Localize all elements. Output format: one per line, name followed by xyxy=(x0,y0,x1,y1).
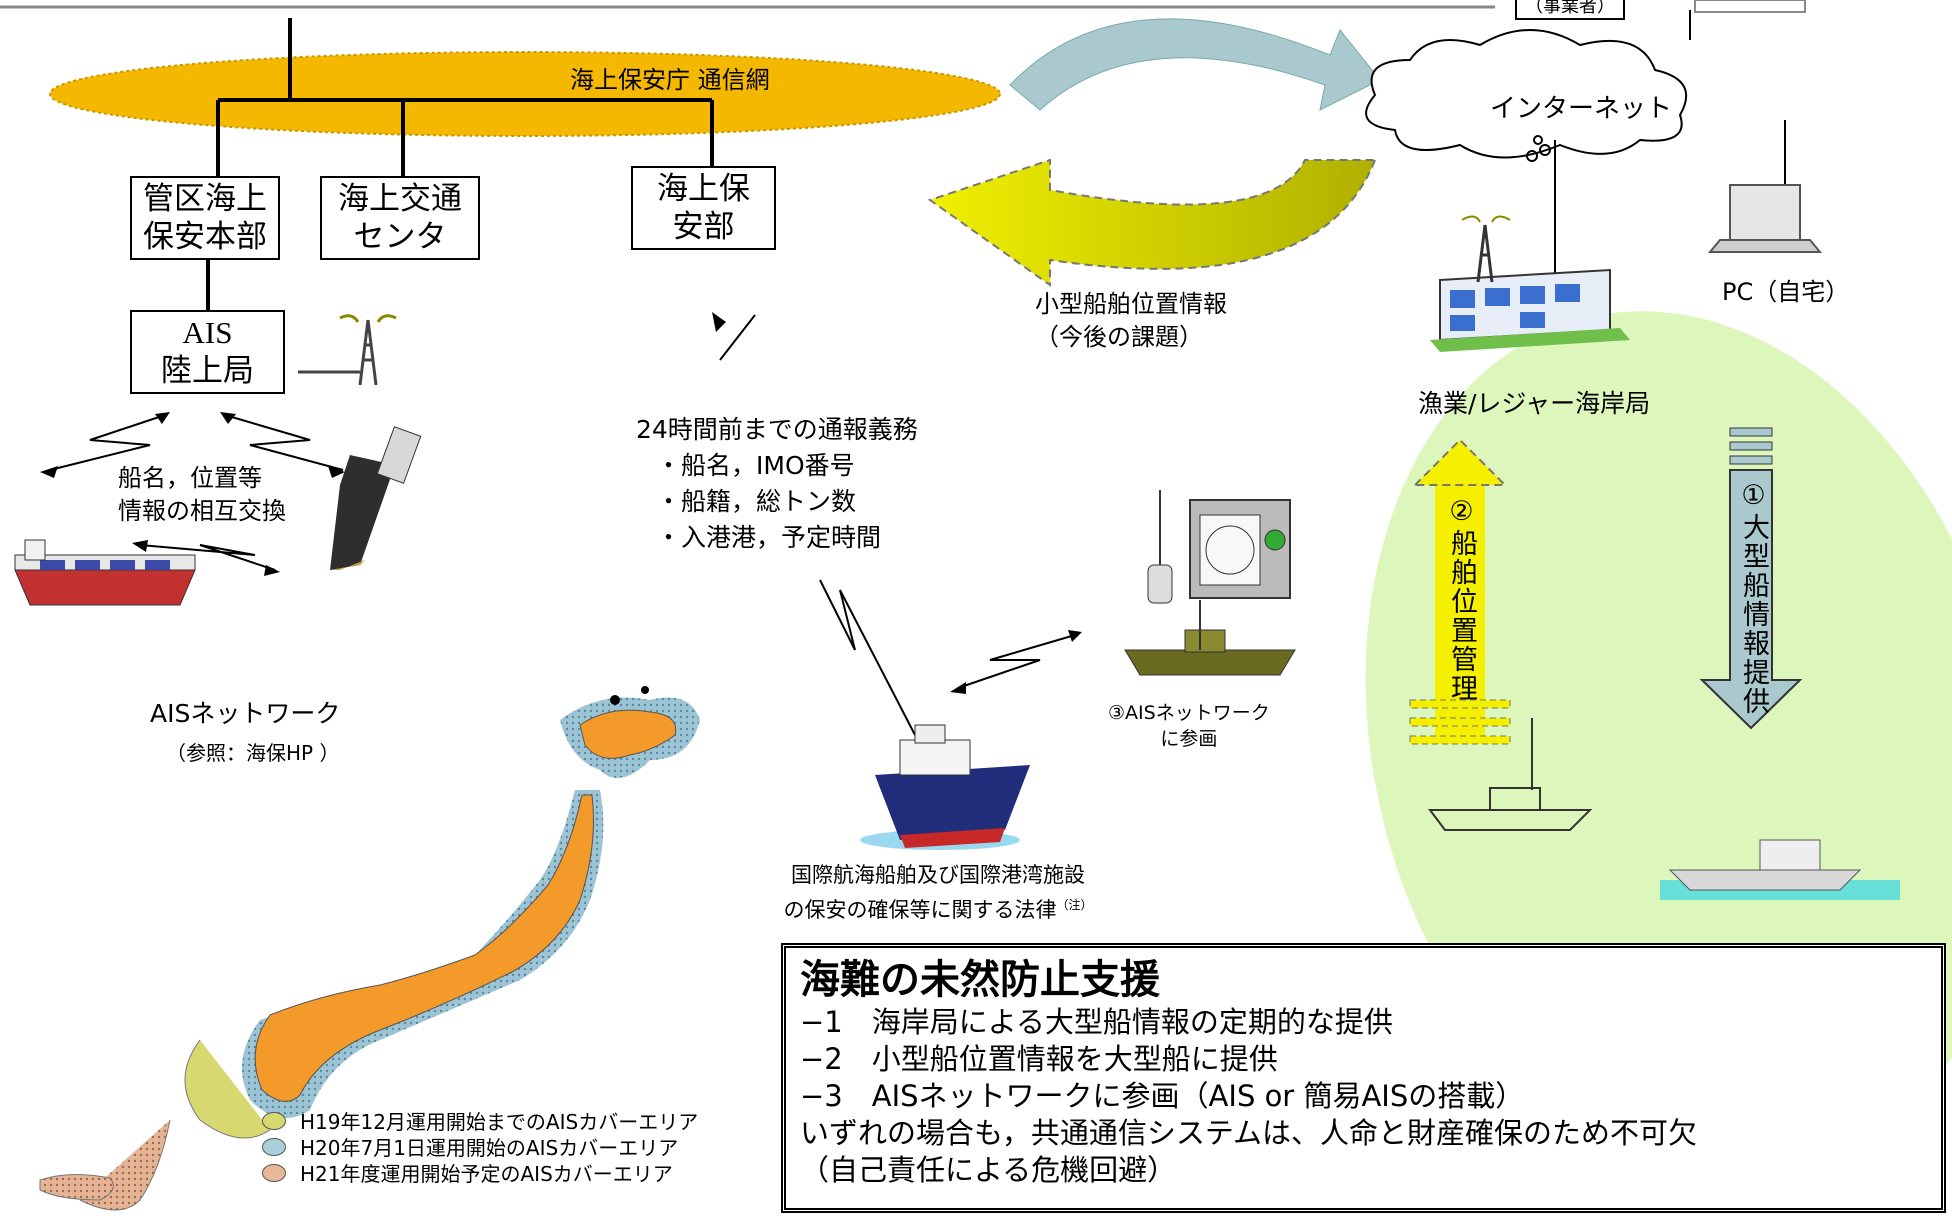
report-item: ・入港港，予定時間 xyxy=(656,523,882,552)
antenna-icon xyxy=(298,314,397,386)
network-lines xyxy=(206,18,714,310)
pc-label: PC（自宅） xyxy=(1722,278,1850,306)
large-ship-info-arrow xyxy=(1699,427,1803,730)
ais-land-station-box: AIS 陸上局 xyxy=(130,310,285,394)
support-line: −1 海岸局による大型船情報の定期的な提供 xyxy=(800,1005,1393,1039)
laptop-icon xyxy=(1707,184,1823,253)
coastal-boat-outline-icon xyxy=(1428,718,1593,831)
report-item: ・船籍，総トン数 xyxy=(656,487,857,516)
international-ship-icon xyxy=(860,724,1030,850)
legend-label: H19年12月運用開始までのAISカバーエリア xyxy=(300,1110,699,1134)
regional-hq-box: 管区海上 保安本部 xyxy=(130,176,280,260)
coast-station-label: 漁業/レジャー海岸局 xyxy=(1418,389,1651,418)
position-management-label: ②船舶位置管理 xyxy=(1446,496,1477,703)
join-ais-label: ③AISネットワーク に参画 xyxy=(1108,702,1270,750)
report-title: 24時間前までの通報義務 xyxy=(636,415,918,444)
fishing-boat-icon xyxy=(1124,600,1296,676)
yellow-curved-arrow xyxy=(927,158,1377,287)
legend-swatch xyxy=(262,1163,286,1182)
support-line: −3 AISネットワークに参画（AIS or 簡易AISの搭載） xyxy=(800,1079,1525,1113)
exchange-label: 船名，位置等 情報の相互交換 xyxy=(118,464,286,525)
network-ellipse xyxy=(49,51,1001,137)
radio-links xyxy=(49,314,1076,736)
internet-cloud xyxy=(1365,29,1688,159)
operator-box: （事業者） xyxy=(1515,0,1625,20)
leisure-boat-icon xyxy=(1660,839,1900,900)
ais-antenna-device-icon xyxy=(1147,490,1173,604)
ais-network-source: （参照：海保HP ） xyxy=(166,741,340,765)
legend-item-h21: H21年度運用開始予定のAISカバーエリア xyxy=(262,1158,673,1187)
legend-item-h20: H20年7月1日運用開始のAISカバーエリア xyxy=(262,1132,678,1161)
legend-swatch xyxy=(262,1137,286,1156)
law-note: （注） xyxy=(1056,898,1093,912)
blue-curved-arrow xyxy=(1009,18,1381,111)
support-line: いずれの場合も，共通通信システムは、人命と財産確保のため不可欠 xyxy=(800,1116,1697,1150)
cargo-ship-icon xyxy=(14,539,196,606)
report-obligation: 24時間前までの通報義務 ・船名，IMO番号 ・船籍，総トン数 ・入港港，予定時… xyxy=(636,412,918,556)
position-management-arrow xyxy=(1409,438,1511,745)
legend-label: H21年度運用開始予定のAISカバーエリア xyxy=(300,1162,673,1186)
marine-accident-prevention-box: 海難の未然防止支援 −1 海岸局による大型船情報の定期的な提供 −2 小型船位置… xyxy=(781,943,1946,1213)
support-line: （自己責任による危機回避） xyxy=(800,1153,1177,1187)
report-item: ・船名，IMO番号 xyxy=(656,451,855,480)
traffic-center-box: 海上交通 センタ xyxy=(320,176,480,260)
large-ship-info-label: ①大型船情報提供 xyxy=(1738,480,1769,716)
coast-guard-office-box: 海上保 安部 xyxy=(631,166,776,250)
law-text: 国際航海船舶及び国際港湾施設 の保安の確保等に関する法律 xyxy=(783,863,1085,922)
tanker-ship-icon xyxy=(330,426,422,570)
support-title: 海難の未然防止支援 xyxy=(800,957,1160,1003)
ais-network-title: AISネットワーク xyxy=(150,699,341,728)
internet-label: インターネット xyxy=(1490,94,1673,124)
coast-station-building xyxy=(1430,215,1630,352)
legend-swatch xyxy=(262,1111,286,1130)
radar-display-icon xyxy=(1189,499,1291,599)
legend-label: H20年7月1日運用開始のAISカバーエリア xyxy=(300,1136,679,1160)
legend-item-h19: H19年12月運用開始までのAISカバーエリア xyxy=(262,1106,698,1135)
small-ship-position-label: 小型船舶位置情報 （今後の課題） xyxy=(1035,290,1227,351)
support-line: −2 小型船位置情報を大型船に提供 xyxy=(800,1042,1278,1076)
japan-map xyxy=(39,686,700,1211)
law-label: 国際航海船舶及び国際港湾施設 の保安の確保等に関する法律（注） xyxy=(748,860,1128,925)
network-label: 海上保安庁 通信網 xyxy=(570,66,770,94)
